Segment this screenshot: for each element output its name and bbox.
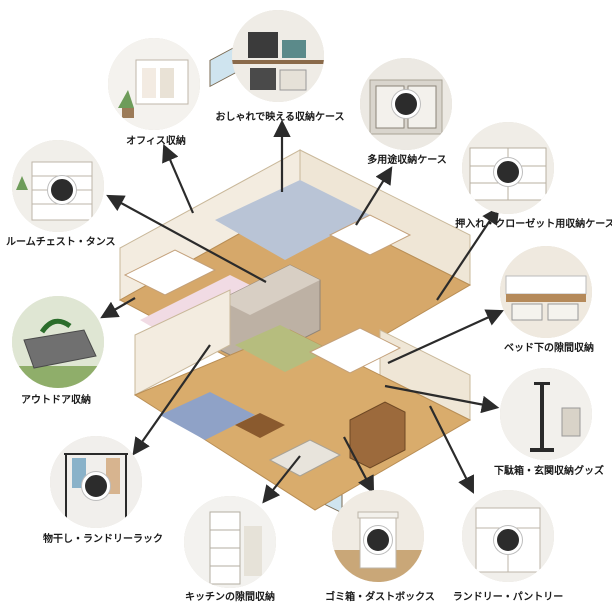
bubble-chest[interactable]: [12, 140, 104, 232]
arrow-trash: [343, 436, 375, 494]
product-marker-icon: [392, 90, 420, 118]
product-marker-icon: [364, 526, 392, 554]
bubble-shoebox[interactable]: [500, 368, 592, 460]
lower-left-wall: [134, 289, 231, 396]
bed-upper-right: [328, 214, 412, 256]
label-shoebox: 下駄箱・玄関収納グッズ: [494, 466, 604, 477]
kitchen-gap-icon: [184, 496, 276, 588]
under-bed-icon: [500, 246, 592, 338]
cabinet-lower: [349, 401, 406, 469]
label-kitchen: キッチンの隙間収納: [185, 592, 275, 603]
shoe-rack-icon: [500, 368, 592, 460]
label-stylish: おしゃれで映える収納ケース: [215, 112, 345, 123]
product-marker-icon: [82, 472, 110, 500]
arrow-kitchen: [262, 455, 301, 504]
tatami-area: [235, 325, 330, 372]
stylish-case-icon: [232, 10, 324, 102]
label-underbed: ベッド下の隙間収納: [504, 343, 594, 354]
label-pantry: ランドリー・パントリー: [452, 592, 564, 603]
bubble-multi[interactable]: [360, 58, 452, 150]
product-marker-icon: [48, 176, 76, 204]
bubble-kitchen[interactable]: [184, 496, 276, 588]
bubble-laundry-rack[interactable]: [50, 436, 142, 528]
arrow-closet: [436, 206, 500, 301]
label-outdoor: アウトドア収納: [21, 395, 91, 406]
bubble-outdoor[interactable]: [12, 296, 104, 388]
arrow-laundry-rack: [132, 344, 211, 456]
bubble-stylish[interactable]: [232, 10, 324, 102]
bubble-closet[interactable]: [462, 122, 554, 214]
arrow-office: [162, 143, 195, 214]
product-marker-icon: [494, 526, 522, 554]
arrow-shoebox: [384, 384, 500, 414]
arrow-pantry: [429, 405, 474, 494]
bubble-underbed[interactable]: [500, 246, 592, 338]
arrow-multi: [355, 166, 393, 226]
kitchen-counter: [268, 439, 342, 477]
bubble-trash[interactable]: [332, 490, 424, 582]
label-chest: ルームチェスト・タンス: [6, 237, 116, 248]
label-laundry-rack: 物干し・ランドリーラック: [43, 534, 163, 545]
bubble-office[interactable]: [108, 38, 200, 130]
label-office: オフィス収納: [126, 136, 186, 147]
upper-carpet: [215, 180, 370, 260]
wardrobe-top: [220, 265, 320, 315]
label-multi: 多用途収納ケース: [367, 155, 447, 166]
label-closet: 押入れ・クローゼット用収納ケース: [455, 219, 612, 230]
dining-table: [235, 413, 285, 438]
lower-bed: [308, 327, 402, 374]
outdoor-storage-icon: [12, 296, 104, 388]
lower-floor: [133, 329, 472, 511]
living-rug: [160, 392, 255, 440]
arrow-outdoor: [100, 297, 136, 319]
arrow-chest: [106, 194, 267, 283]
bubble-pantry[interactable]: [462, 490, 554, 582]
product-marker-icon: [494, 158, 522, 186]
arrow-underbed: [387, 309, 505, 365]
bed-upper: [123, 249, 217, 296]
label-trash: ゴミ箱・ダストボックス: [325, 592, 435, 603]
office-storage-icon: [108, 38, 200, 130]
